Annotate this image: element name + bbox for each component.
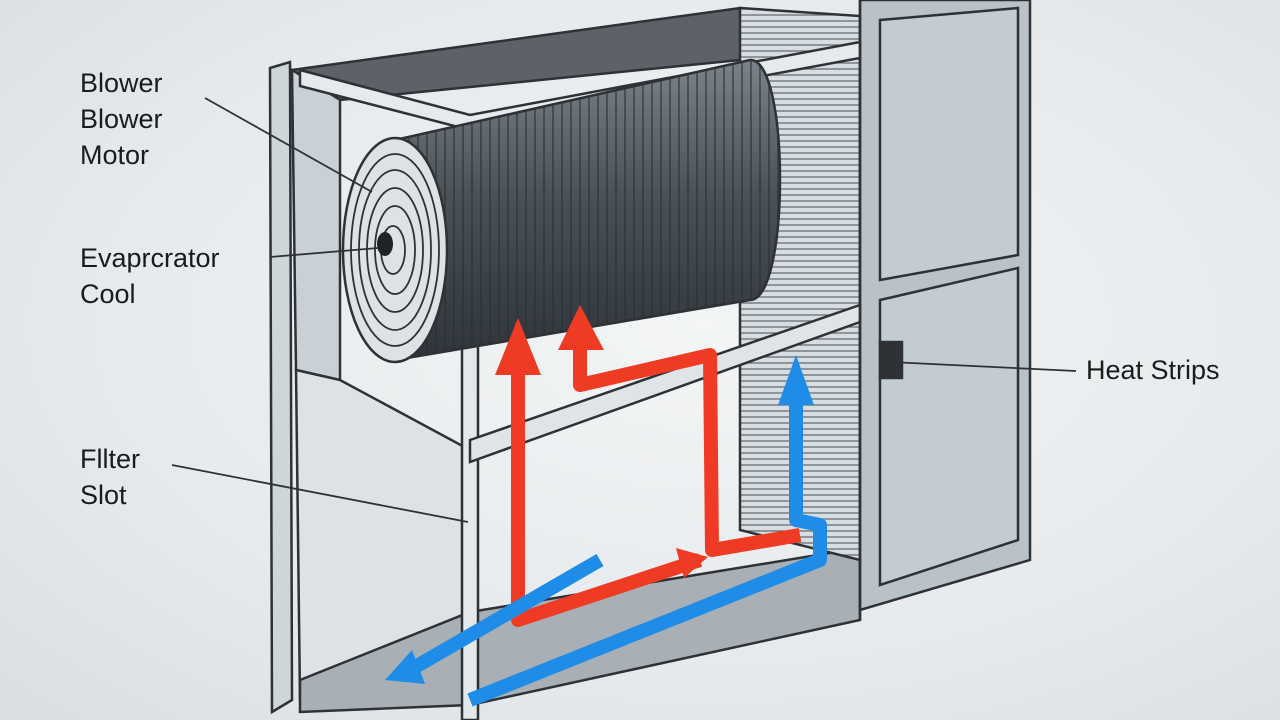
cabinet-left-edge (268, 60, 294, 715)
warm-air-arrowhead-floor (676, 548, 708, 578)
blower-motor-label: Blower Blower Motor (80, 68, 163, 170)
warm-air-arrowhead-right (558, 305, 604, 350)
warm-air-arrow (511, 345, 802, 627)
heat-strips-label: Heat Strips (1086, 355, 1220, 385)
filter-slot-label: Fllter Slot (80, 444, 140, 510)
access-panel-upper (878, 6, 1020, 282)
evaporator-coil-label: Evaprcrator Cool (80, 243, 220, 309)
cool-air-arrow (406, 400, 827, 707)
leader-lines (171, 97, 1077, 523)
cool-air-arrowhead-up (778, 355, 814, 405)
heat-leader (889, 361, 1077, 372)
access-panel-lower (878, 266, 1020, 587)
coil-cylinder (341, 58, 782, 364)
cool-air-arrowhead-out (385, 650, 425, 684)
door-latch (878, 340, 904, 380)
evaporator-leader (269, 247, 379, 258)
blower-leader (204, 97, 373, 193)
warm-air-arrowhead-left (495, 318, 541, 375)
filter-leader (171, 464, 469, 523)
motor-shaft (377, 232, 393, 256)
cabinet-left-wall (290, 67, 342, 382)
